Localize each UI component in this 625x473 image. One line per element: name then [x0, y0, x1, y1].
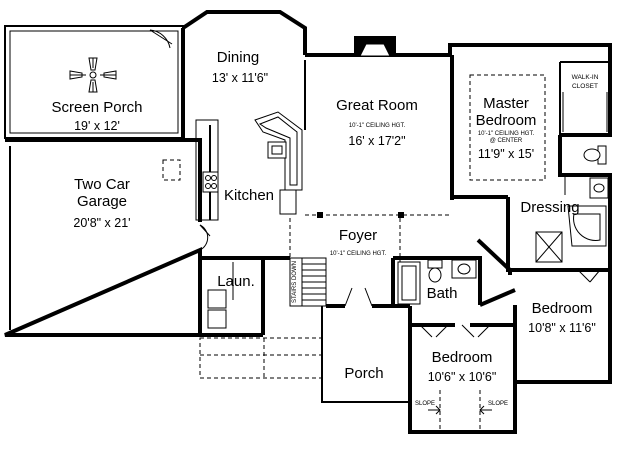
ceiling-fan-icon — [69, 57, 117, 93]
bathtub-icon — [567, 205, 607, 247]
bedroom-bottom-area — [408, 305, 517, 434]
master-bedroom-label-line1: Master — [483, 95, 529, 112]
dressing-label: Dressing — [520, 199, 579, 216]
laundry-label: Laun. — [217, 273, 255, 290]
tub-icon — [397, 261, 421, 305]
kitchen-area — [195, 111, 303, 221]
bath-toilet-icon — [427, 259, 443, 283]
garage-door-icon — [199, 224, 211, 251]
porch-label: Porch — [344, 365, 383, 382]
vanity-sink-icon — [589, 177, 609, 199]
washer-icon — [207, 289, 227, 309]
screen-porch-label: Screen Porch — [52, 99, 143, 116]
dryer-icon — [207, 309, 227, 329]
porch-area — [199, 306, 410, 403]
kitchen-label: Kitchen — [224, 187, 274, 204]
master-bedroom-dims: 11'9" x 15' — [478, 147, 534, 161]
master-bedroom-ceiling-1: 10'-1" CEILING HGT. — [478, 131, 535, 137]
stairs-label: STAIRS DOWN — [292, 261, 298, 303]
garage-area — [4, 138, 202, 337]
garage-dims: 20'8" x 21' — [73, 216, 130, 230]
bedroom-right-label: Bedroom — [532, 300, 593, 317]
main-walls — [181, 10, 612, 337]
bedroom-bottom-dims: 10'6" x 10'6" — [428, 370, 497, 384]
great-room-label: Great Room — [336, 97, 418, 114]
great-room-area — [305, 212, 452, 218]
stove-icon — [202, 171, 219, 193]
bath-area — [391, 256, 516, 307]
garage-label-line2: Garage — [77, 193, 127, 210]
walk-in-closet-label-2: CLOSET — [572, 83, 598, 90]
great-room-dims: 16' x 17'2" — [348, 134, 405, 148]
slope-label-right: SLOPE — [488, 401, 508, 407]
toilet-icon — [583, 145, 607, 165]
slope-label-left: SLOPE — [415, 401, 435, 407]
kitchen-sink-icon — [267, 141, 287, 159]
master-bedroom-ceiling-2: @ CENTER — [490, 138, 523, 144]
great-room-ceiling: 10'-1" CEILING HGT. — [349, 123, 406, 129]
bath-sink-icon — [451, 259, 477, 279]
foyer-ceiling: 10'-1" CEILING HGT. — [330, 251, 387, 257]
garage-label-line1: Two Car — [74, 176, 130, 193]
bedroom-right-dims: 10'8" x 11'6" — [528, 321, 596, 335]
bath-label: Bath — [427, 285, 458, 302]
master-bedroom-area — [469, 61, 610, 181]
bedroom-bottom-label: Bedroom — [432, 349, 493, 366]
dining-dims: 13' x 11'6" — [212, 71, 268, 85]
screen-porch-dims: 19' x 12' — [74, 119, 120, 133]
walk-in-closet-label-1: WALK-IN — [572, 74, 599, 81]
dining-label: Dining — [217, 49, 260, 66]
laundry-area — [207, 262, 234, 329]
foyer-label: Foyer — [339, 227, 377, 244]
master-bedroom-label-line2: Bedroom — [476, 112, 537, 129]
